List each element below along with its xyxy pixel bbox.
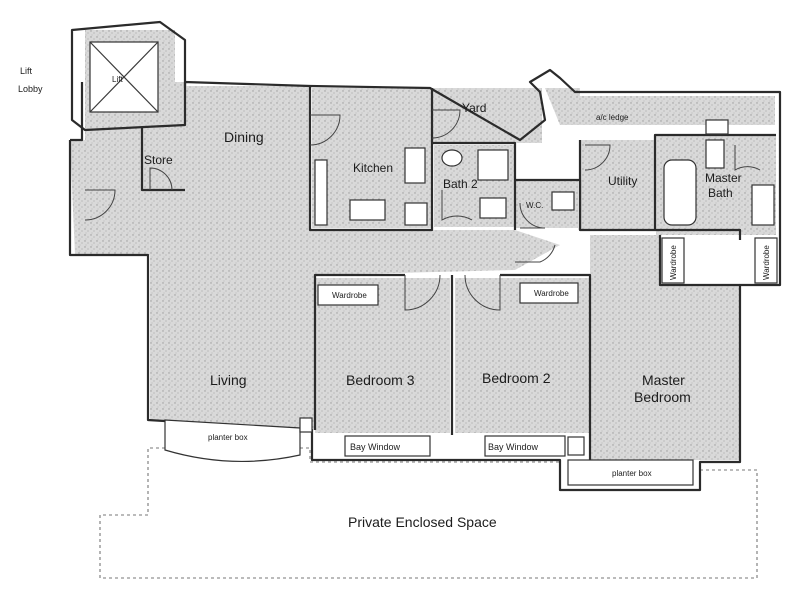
wardrobe-label-bedroom3: Wardrobe: [332, 291, 367, 300]
bedroom3-label: Bedroom 3: [346, 372, 415, 388]
bay-window-label-bedroom2: Bay Window: [488, 442, 539, 452]
master-bedroom-label-1: Master: [642, 372, 685, 388]
master-bath-wall: [655, 228, 742, 240]
bedroom2-area: [455, 278, 590, 433]
bay-window-bedroom2: [484, 435, 566, 457]
master-bedroom-label-2: Bedroom: [634, 389, 691, 405]
wc-door-swing: [519, 202, 546, 229]
bath2-door-swing: [441, 190, 473, 221]
bedroom2-wall: [500, 273, 592, 460]
bedroom2-door-swing: [464, 274, 501, 311]
bath2-basin: [441, 149, 463, 167]
master-toilet: [705, 139, 725, 169]
ac-ledge-box: [705, 119, 729, 135]
kitchen-stove: [349, 199, 386, 221]
dining-label: Dining: [224, 129, 264, 145]
kitchen-counter-left: [314, 159, 328, 226]
yard-door-swing: [431, 109, 461, 139]
bay-window-label-bedroom3: Bay Window: [350, 442, 401, 452]
bath2-label: Bath 2: [443, 177, 478, 191]
kitchen-wall: [308, 86, 434, 232]
wardrobe-master-left: [661, 237, 685, 284]
master-planter-label: planter box: [612, 469, 652, 478]
yard-area: [432, 88, 542, 143]
hall-door-swing: [515, 244, 556, 263]
wc-label: W.C.: [526, 201, 543, 210]
bedroom2-label: Bedroom 2: [482, 370, 551, 386]
wardrobe-bedroom3: [317, 284, 379, 306]
utility-area: [580, 140, 655, 230]
master-bedroom-wall: [658, 235, 740, 287]
bath2-wall: [432, 141, 517, 230]
wardrobe-bedroom2: [519, 282, 579, 304]
bay-window-bedroom3: [344, 435, 431, 457]
living-label: Living: [210, 372, 247, 388]
lift-label: Lift: [112, 75, 123, 84]
master-planter-box: [567, 459, 694, 486]
master-basin: [751, 184, 775, 226]
bath2-toilet: [479, 197, 507, 219]
utility-door-swing: [584, 144, 611, 171]
bath2-shower: [477, 149, 509, 181]
utility-label: Utility: [608, 174, 637, 188]
entry-door-swing: [84, 189, 116, 221]
wardrobe-label-master-left: Wardrobe: [669, 245, 678, 280]
ac-ledge-label: a/c ledge: [596, 113, 629, 122]
living-dining-area: [70, 82, 560, 430]
master-bath-door-swing: [734, 145, 761, 171]
living-planter-box: [164, 419, 301, 463]
lift-diagonal-2: [89, 41, 159, 113]
wc-toilet: [551, 191, 575, 211]
master-bedroom-area: [590, 235, 740, 460]
lift-shaft-wall: [70, 20, 187, 132]
kitchen-door-swing: [309, 114, 341, 146]
corner-box-right: [567, 436, 585, 456]
store-label: Store: [144, 153, 173, 167]
store-door-swing: [149, 167, 173, 191]
corner-box-left: [299, 417, 313, 433]
living-planter-label: planter box: [208, 433, 248, 442]
ac-ledge-area: [545, 88, 775, 125]
bedroom3-wall: [313, 273, 405, 430]
wardrobe-label-master-right: Wardrobe: [762, 245, 771, 280]
lift-lobby-label-2: Lobby: [18, 84, 43, 94]
yard-label: Yard: [462, 101, 486, 115]
fridge: [404, 202, 428, 226]
private-enclosed-space-label: Private Enclosed Space: [348, 514, 497, 530]
wardrobe-label-bedroom2: Wardrobe: [534, 289, 569, 298]
bathtub: [663, 159, 697, 226]
store-wall: [140, 128, 185, 192]
outer-wall-left-top: [70, 82, 84, 142]
lift-lobby-label-1: Lift: [20, 66, 33, 76]
master-bath-label-1: Master: [705, 171, 742, 185]
wardrobe-master-right: [754, 237, 778, 284]
master-bath-label-2: Bath: [708, 186, 733, 200]
bedroom3-door-swing: [404, 274, 441, 311]
kitchen-label: Kitchen: [353, 161, 393, 175]
kitchen-sink: [404, 147, 426, 184]
